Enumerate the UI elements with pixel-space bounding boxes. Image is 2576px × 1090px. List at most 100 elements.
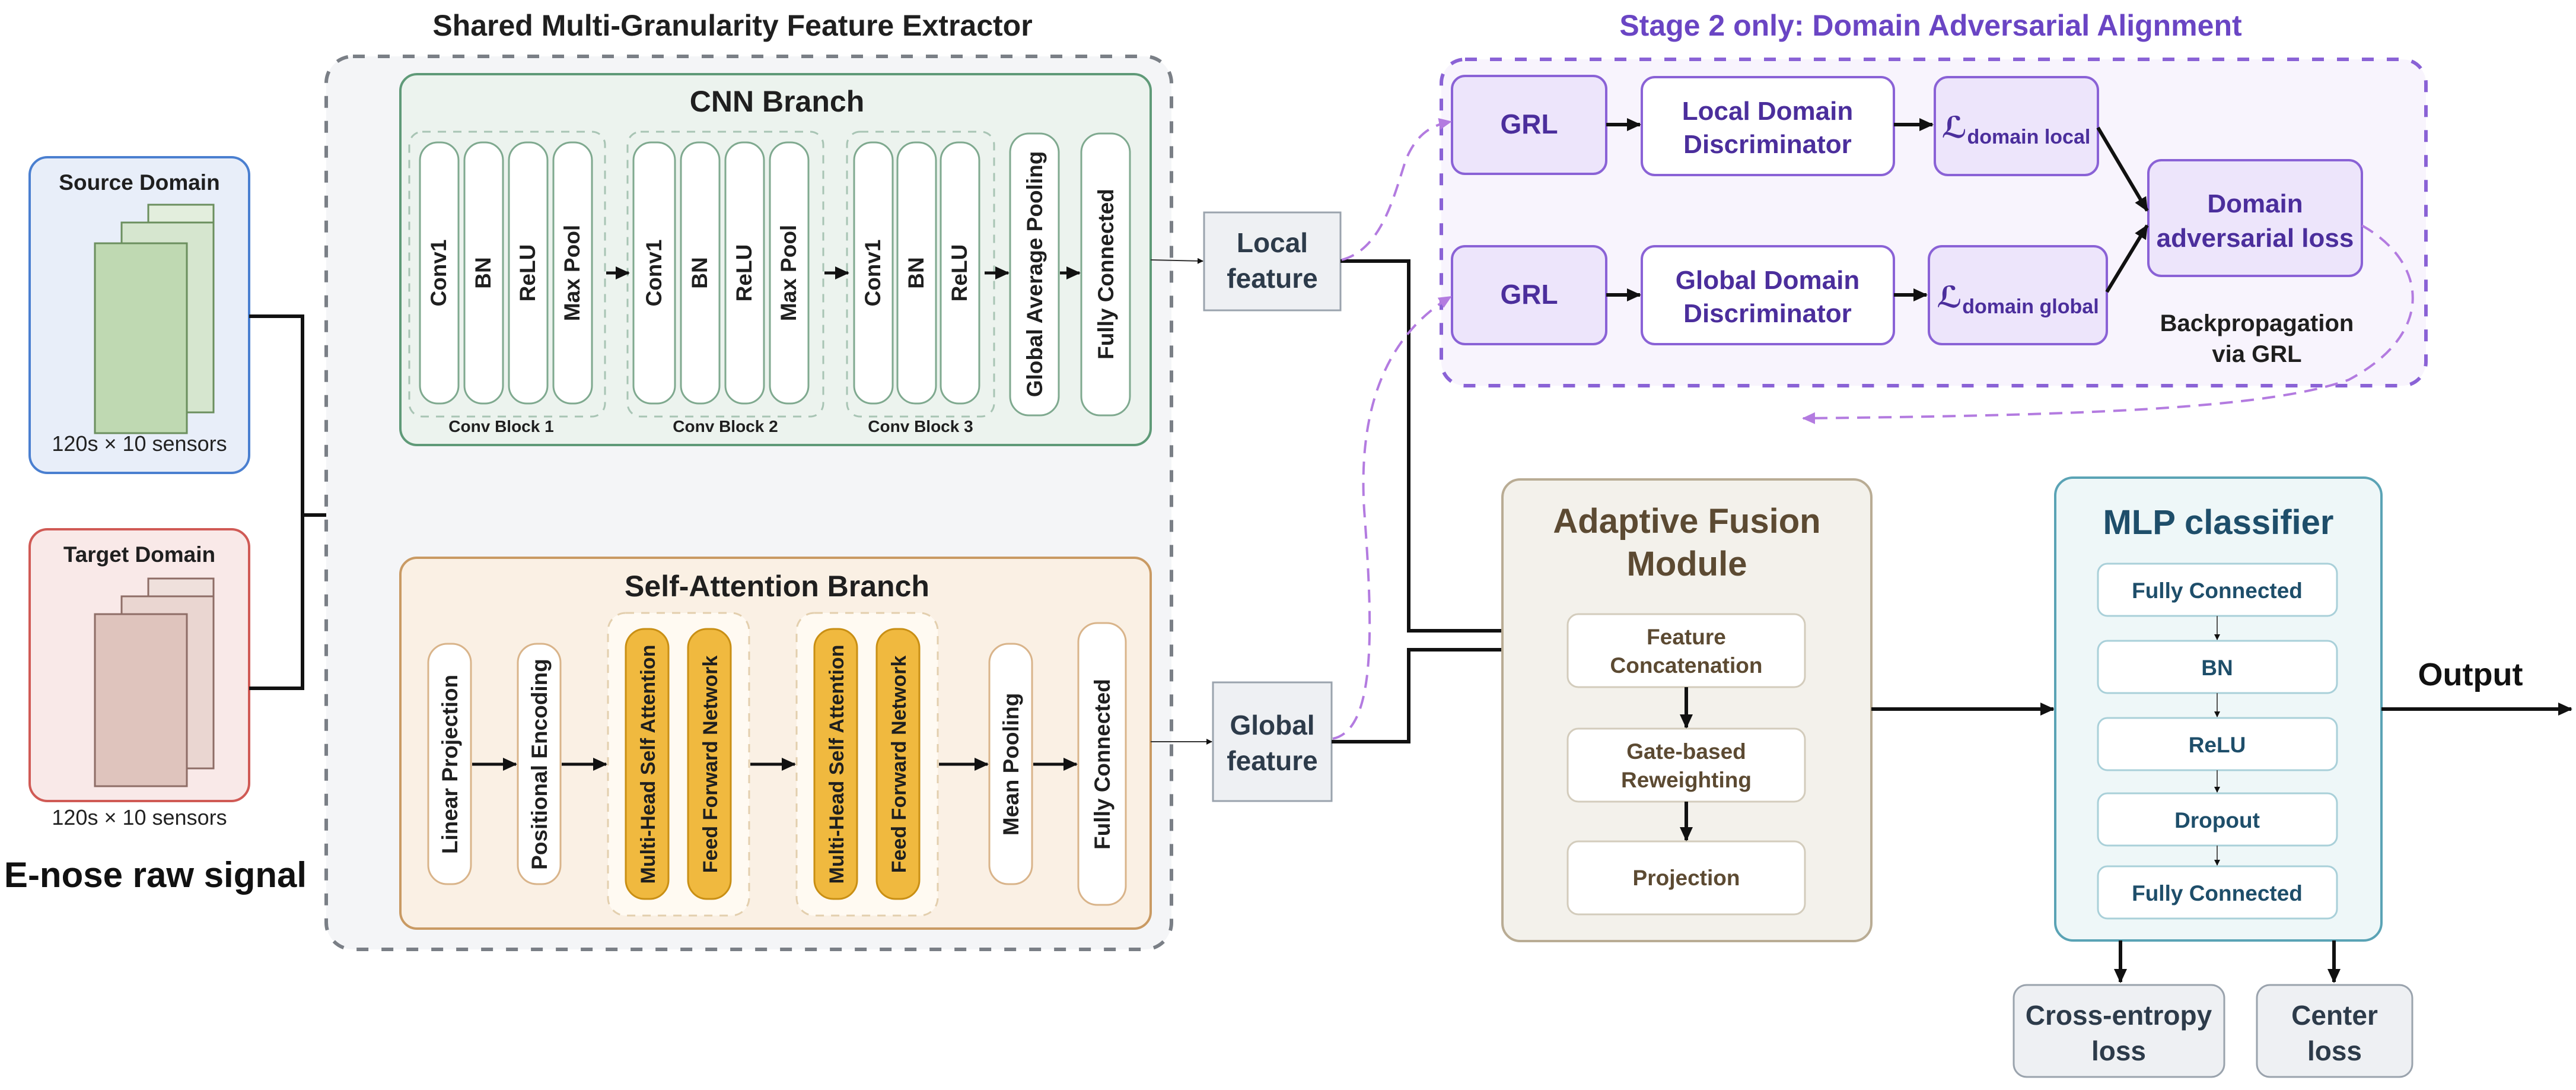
svg-text:BN: BN (471, 257, 495, 288)
domain-adversarial-loss: Domain adversarial loss (2147, 159, 2363, 277)
mean-pooling: Mean Pooling (988, 643, 1033, 885)
svg-text:Mean Pooling: Mean Pooling (999, 693, 1023, 836)
svg-text:ReLU: ReLU (732, 244, 756, 302)
svg-text:Multi-Head Self Attention: Multi-Head Self Attention (637, 645, 660, 884)
attention-fc: Fully Connected (1077, 622, 1127, 906)
svg-text:Global Domain: Global Domain (1676, 266, 1859, 295)
svg-text:BN: BN (687, 257, 712, 288)
local-domain-loss: ℒdomain local (1934, 76, 2099, 176)
svg-text:Center: Center (2291, 1000, 2378, 1031)
target-domain-caption: 120s × 10 sensors (52, 805, 227, 830)
svg-text:Conv1: Conv1 (642, 239, 666, 306)
global-feature-box: Global feature (1212, 681, 1333, 802)
mlp-layer: Dropout (2097, 792, 2338, 847)
cnn-layer: ReLU (724, 141, 765, 405)
cnn-layer: BN (680, 141, 721, 405)
cnn-layer: BN (896, 141, 937, 405)
svg-text:loss: loss (2091, 1035, 2146, 1066)
mlp-layer: Fully Connected (2097, 865, 2338, 920)
conv-block-3-label: Conv Block 3 (868, 417, 973, 436)
cnn-fc: Fully Connected (1080, 132, 1131, 417)
source-domain-caption: 120s × 10 sensors (52, 431, 227, 456)
fusion-title-1: Adaptive Fusion (1553, 502, 1820, 541)
positional-encoding: Positional Encoding (517, 643, 562, 885)
svg-text:adversarial loss: adversarial loss (2157, 224, 2354, 253)
svg-text:loss: loss (2307, 1035, 2362, 1066)
svg-text:ℒdomain local: ℒdomain local (1942, 111, 2091, 148)
fusion-projection: Projection (1566, 840, 1806, 916)
svg-text:Local Domain: Local Domain (1682, 97, 1854, 126)
ffn-2: Feed Forward Network (875, 628, 921, 900)
svg-text:feature: feature (1227, 263, 1317, 294)
global-domain-loss: ℒdomain global (1928, 245, 2108, 345)
svg-text:Fully Connected: Fully Connected (2132, 881, 2303, 905)
svg-text:Domain: Domain (2207, 189, 2303, 218)
conv-block-3-frame (846, 131, 995, 418)
mhsa-1: Multi-Head Self Attention (625, 628, 670, 900)
svg-text:Max Pool: Max Pool (776, 225, 801, 321)
source-domain-title: Source Domain (59, 170, 219, 195)
cnn-branch: CNN Branch Conv1 BN ReLU Max Pool Conv1 … (399, 73, 1152, 446)
linear-projection: Linear Projection (427, 643, 472, 885)
cnn-layer: Conv1 (853, 141, 894, 405)
svg-text:GRL: GRL (1500, 279, 1558, 310)
svg-text:ℒdomain global: ℒdomain global (1937, 281, 2099, 318)
feature-to-fusion-connectors (1332, 259, 1573, 743)
mlp-layer: ReLU (2097, 717, 2338, 771)
cnn-layer: ReLU (940, 141, 980, 405)
local-feature-box: Local feature (1203, 211, 1342, 312)
cross-entropy-loss: Cross-entropy loss (2013, 984, 2225, 1078)
cnn-layer: Max Pool (552, 141, 593, 405)
svg-text:Dropout: Dropout (2174, 808, 2260, 832)
source-domain-panel: Source Domain 120s × 10 sensors (28, 156, 250, 474)
cnn-layer: ReLU (508, 141, 549, 405)
svg-text:BN: BN (2201, 656, 2233, 680)
conv-block-1-label: Conv Block 1 (448, 417, 553, 436)
mlp-classifier: MLP classifier Fully Connected BN ReLU D… (2054, 476, 2383, 942)
mhsa-2: Multi-Head Self Attention (813, 628, 858, 900)
fusion-title-2: Module (1627, 545, 1747, 583)
svg-text:Linear Projection: Linear Projection (438, 675, 462, 854)
svg-text:Projection: Projection (1633, 866, 1740, 890)
mlp-layer: Fully Connected (2097, 563, 2338, 617)
svg-text:BN: BN (904, 257, 928, 288)
attention-branch: Self-Attention Branch Linear Projection … (399, 557, 1152, 930)
svg-text:Local: Local (1237, 227, 1308, 258)
svg-text:ReLU: ReLU (515, 244, 540, 302)
svg-text:Global: Global (1230, 710, 1314, 741)
cnn-branch-title: CNN Branch (690, 85, 864, 118)
extractor-title: Shared Multi-Granularity Feature Extract… (432, 9, 1032, 42)
grl-local: GRL (1451, 75, 1607, 175)
svg-text:Feed Forward Network: Feed Forward Network (888, 656, 910, 873)
cnn-gap: Global Average Pooling (1009, 132, 1060, 417)
fusion-module: Adaptive Fusion Module FeatureConcatenat… (1501, 478, 1873, 942)
svg-text:Cross-entropy: Cross-entropy (2026, 1000, 2212, 1031)
conv-block-2-label: Conv Block 2 (673, 417, 778, 436)
mlp-layer: BN (2097, 640, 2338, 694)
backprop-label-1: Backpropagation (2160, 310, 2354, 336)
mlp-title: MLP classifier (2103, 503, 2333, 542)
target-domain-panel: Target Domain 120s × 10 sensors (28, 528, 250, 830)
backprop-label-2: via GRL (2212, 341, 2301, 367)
svg-text:Conv1: Conv1 (861, 239, 885, 306)
svg-text:Concatenation: Concatenation (1610, 653, 1763, 678)
cnn-layer: Conv1 (632, 141, 676, 405)
svg-text:Fully Connected: Fully Connected (1094, 189, 1118, 360)
svg-text:ReLU: ReLU (2189, 733, 2246, 757)
svg-text:Discriminator: Discriminator (1683, 299, 1852, 328)
cnn-layer: Max Pool (769, 141, 810, 405)
ffn-1: Feed Forward Network (687, 628, 732, 900)
svg-text:Positional Encoding: Positional Encoding (527, 659, 552, 870)
stage2-title: Stage 2 only: Domain Adversarial Alignme… (1619, 9, 2242, 42)
svg-text:Global Average Pooling: Global Average Pooling (1023, 151, 1047, 398)
svg-text:Discriminator: Discriminator (1683, 130, 1852, 159)
svg-text:Gate-based: Gate-based (1626, 739, 1746, 764)
grl-global: GRL (1451, 245, 1607, 345)
signal-label: E-nose raw signal (4, 855, 307, 895)
cnn-layer: BN (463, 141, 504, 405)
